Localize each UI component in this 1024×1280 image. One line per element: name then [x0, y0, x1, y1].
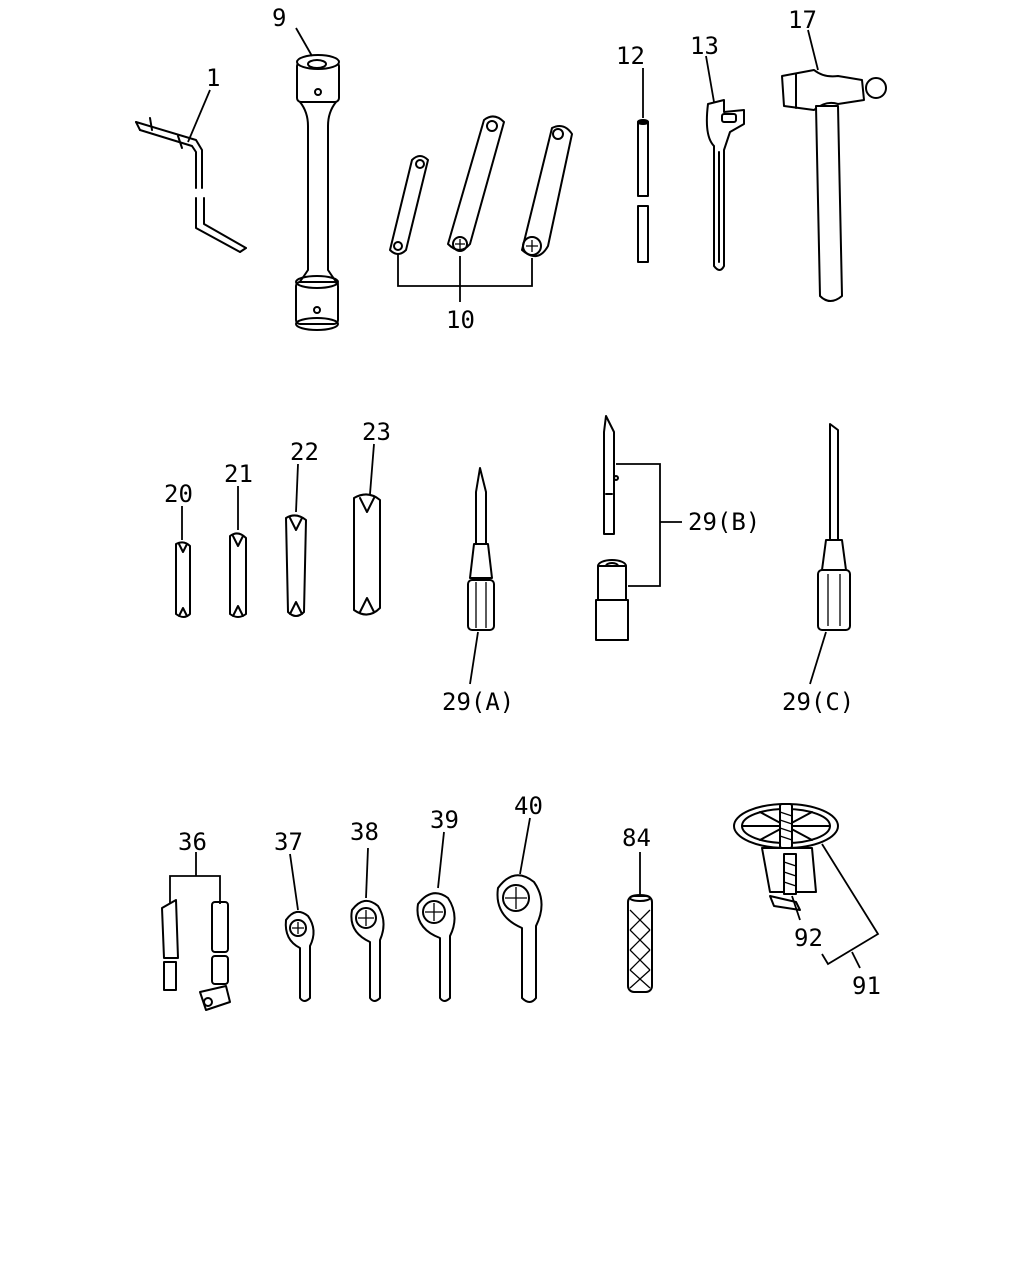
- label-29b: 29(B): [688, 508, 760, 536]
- part-17-hammer: 17: [781, 6, 887, 302]
- label-39: 39: [430, 806, 459, 834]
- part-91-92-jack-assembly: 92 91: [733, 803, 881, 1000]
- label-29a: 29(A): [442, 688, 514, 716]
- part-36-bits: 36: [161, 828, 231, 1011]
- part-22-open-wrench: 22: [285, 438, 319, 617]
- label-40: 40: [514, 792, 543, 820]
- part-29b-bit-screwdriver: 29(B): [595, 415, 760, 641]
- part-40-ring-wrench: 40: [496, 792, 543, 1003]
- part-20-open-wrench: 20: [164, 480, 193, 618]
- part-13-adjustable-wrench: 13: [690, 32, 745, 271]
- label-84: 84: [622, 824, 651, 852]
- part-29a-screwdriver: 29(A): [442, 467, 514, 716]
- part-39-ring-wrench: 39: [416, 806, 459, 1002]
- label-22: 22: [290, 438, 319, 466]
- label-9: 9: [272, 4, 286, 32]
- label-12: 12: [616, 42, 645, 70]
- label-23: 23: [362, 418, 391, 446]
- part-21-open-wrench: 21: [224, 460, 253, 618]
- label-13: 13: [690, 32, 719, 60]
- label-17: 17: [788, 6, 817, 34]
- label-29c: 29(C): [782, 688, 854, 716]
- part-1-crank-handle: 1: [135, 64, 247, 253]
- part-10-offset-ring-wrenches: 10: [389, 115, 573, 334]
- part-37-ring-wrench: 37: [274, 828, 315, 1002]
- label-36: 36: [178, 828, 207, 856]
- part-38-ring-wrench: 38: [350, 818, 385, 1002]
- part-29c-screwdriver: 29(C): [782, 423, 854, 716]
- part-12-rod: 12: [616, 42, 649, 263]
- label-1: 1: [206, 64, 220, 92]
- part-9-box-wrench-bar: 9: [272, 4, 340, 331]
- label-91: 91: [852, 972, 881, 1000]
- label-20: 20: [164, 480, 193, 508]
- label-10: 10: [446, 306, 475, 334]
- part-23-open-wrench: 23: [353, 418, 391, 616]
- part-84-knurled-handle: 84: [622, 824, 653, 993]
- label-37: 37: [274, 828, 303, 856]
- label-92: 92: [794, 924, 823, 952]
- label-21: 21: [224, 460, 253, 488]
- label-38: 38: [350, 818, 379, 846]
